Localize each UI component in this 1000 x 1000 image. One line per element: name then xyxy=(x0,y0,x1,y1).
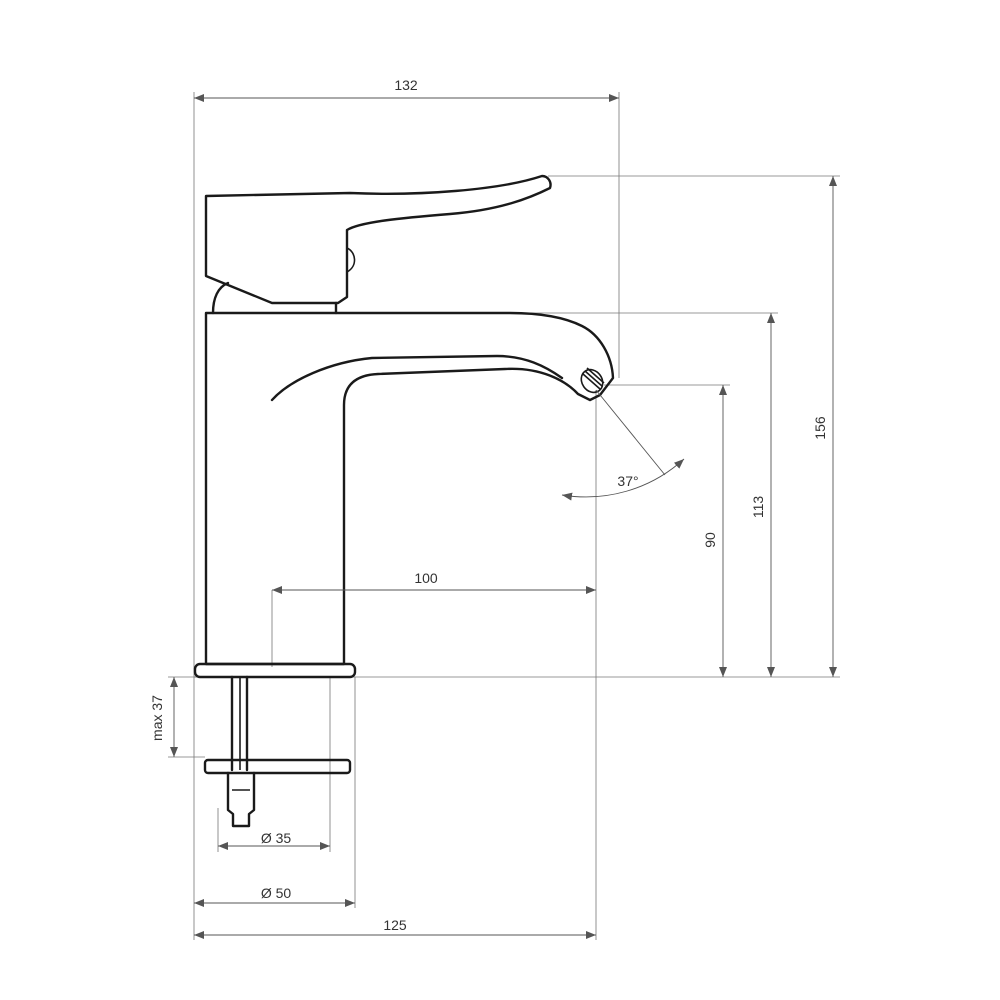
aerator xyxy=(580,367,605,394)
dimension-labels: 132 156 113 90 100 37° max 37 Ø 35 Ø 50 … xyxy=(149,77,828,933)
label-dia-35: Ø 35 xyxy=(261,830,292,846)
cartridge-dome xyxy=(211,281,338,315)
fixing-nut xyxy=(226,771,256,828)
label-overall-width: 132 xyxy=(394,77,418,93)
threaded-rod xyxy=(230,675,249,772)
lever-handle xyxy=(204,174,552,305)
angle-ray xyxy=(595,389,666,476)
dimension-lines xyxy=(170,94,837,939)
faucet-body xyxy=(193,174,615,828)
label-max-thickness: max 37 xyxy=(149,695,165,741)
label-reach: 100 xyxy=(414,570,438,586)
label-base-depth: 125 xyxy=(383,917,407,933)
base-rosette xyxy=(193,662,357,679)
lever-hinge xyxy=(346,247,356,273)
extension-lines xyxy=(168,92,840,940)
angle-arc xyxy=(561,458,685,501)
spout-inner-curve xyxy=(270,354,564,402)
label-outlet-height: 90 xyxy=(702,532,718,548)
label-angle: 37° xyxy=(617,473,638,489)
label-overall-height: 156 xyxy=(812,416,828,440)
spout-outline xyxy=(204,311,615,666)
label-dia-50: Ø 50 xyxy=(261,885,292,901)
counter-plate xyxy=(203,758,352,775)
label-spout-height: 113 xyxy=(750,496,766,519)
